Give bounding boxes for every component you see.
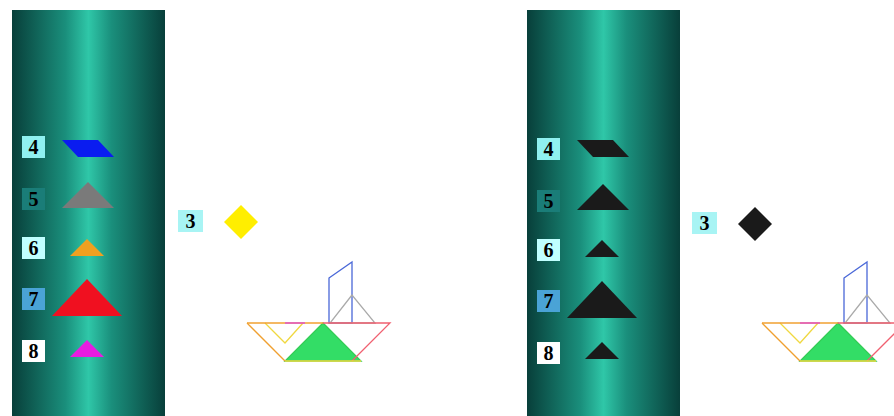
callout-number: 7 (22, 288, 45, 310)
callout-number: 5 (22, 188, 45, 210)
callout-number: 3 (178, 210, 203, 232)
callout-number: 5 (537, 190, 560, 212)
callout-number: 8 (22, 340, 45, 362)
callout-number: 3 (692, 212, 717, 234)
callout-number: 4 (22, 136, 45, 158)
callout-number: 6 (22, 237, 45, 259)
callout-number: 7 (537, 290, 560, 312)
callout-number: 8 (537, 342, 560, 364)
callout-number: 4 (537, 138, 560, 160)
callout-number: 6 (537, 239, 560, 261)
